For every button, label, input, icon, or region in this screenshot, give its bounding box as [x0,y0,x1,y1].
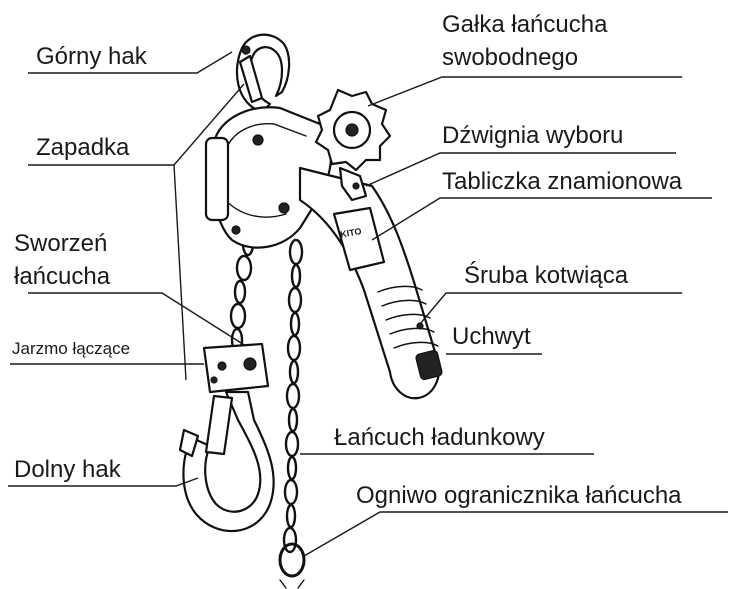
label-free-chain-knob-line1: Gałka łańcucha [442,11,608,38]
label-top-hook: Górny hak [36,43,148,70]
label-nameplate: Tabliczka znamionowa [442,168,683,195]
label-latch: Zapadka [36,134,130,161]
label-anchor-bolt: Śruba kotwiąca [464,261,629,289]
leader-nameplate [372,198,712,240]
label-handle: Uchwyt [452,323,531,350]
bottom-hook [180,392,274,531]
lever-arm: KITO [300,168,443,398]
label-free-chain-knob-line2: swobodnego [442,44,578,71]
connecting-yoke [204,344,268,392]
leader-anchor-bolt [420,293,682,324]
label-chain-stopper-link: Ogniwo ogranicznika łańcucha [356,482,682,509]
top-hook [237,35,289,112]
leader-latch-2 [174,165,186,380]
leader-chain-stopper [304,512,728,556]
label-chain-pin-line2: łańcucha [14,263,111,290]
leader-free-chain-knob [368,77,682,106]
label-chain-pin-line1: Sworzeń [14,230,107,257]
load-chain [280,240,304,588]
label-selector-lever: Dźwignia wyboru [442,122,623,149]
label-connecting-yoke: Jarzmo łączące [12,339,130,358]
label-load-chain: Łańcuch ładunkowy [334,424,545,451]
label-bottom-hook: Dolny hak [14,456,122,483]
